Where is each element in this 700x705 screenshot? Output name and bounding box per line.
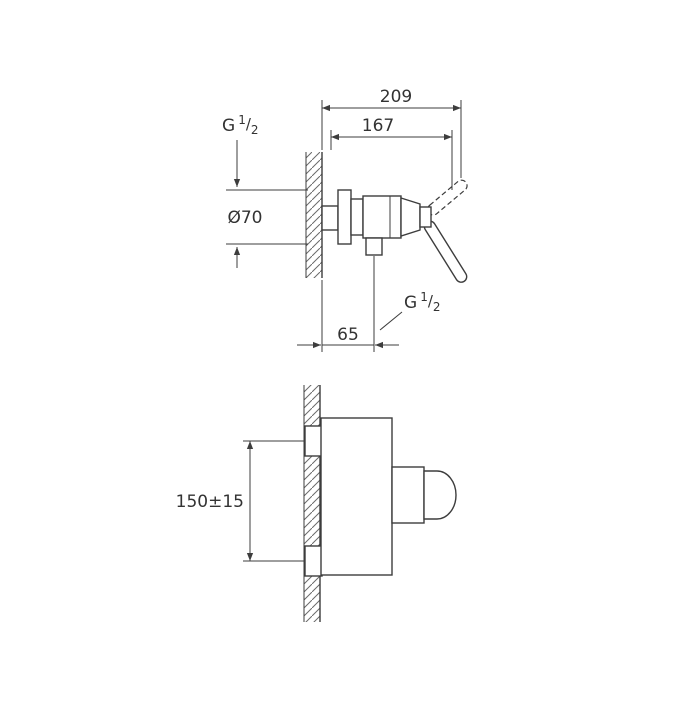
lever-hub: [419, 206, 432, 228]
outlet-stub: [365, 237, 383, 256]
union-nut-top: [304, 425, 323, 457]
wall-hatch: [304, 385, 320, 622]
cartridge-cap: [400, 197, 421, 237]
dim-flange-diameter-value: Ø70: [227, 208, 262, 228]
dim-body-depth: 167: [330, 116, 453, 190]
dim-outlet-offset-value: 65: [337, 325, 359, 345]
dim-body-depth-value: 167: [362, 116, 394, 136]
lever-handle: [423, 220, 468, 283]
cartridge-housing-front: [391, 466, 425, 524]
mixer-body-front: [320, 417, 393, 576]
dim-outlet-offset: 65: [297, 256, 399, 352]
dim-total-depth: 209: [321, 87, 462, 178]
lever-end-front: [423, 470, 457, 520]
faucet-front-view: [304, 417, 457, 577]
dim-connection-spacing: 150±15: [176, 440, 305, 562]
leader-line: [379, 311, 403, 331]
body-neck: [350, 198, 364, 236]
union-nut-bottom: [304, 545, 323, 577]
wall-hatch: [306, 152, 322, 278]
lever-handle-raised-dashed: [427, 179, 468, 216]
dim-flange-diameter: Ø70: [226, 189, 308, 268]
faucet-side-view: [321, 179, 468, 283]
dim-total-depth-value: 209: [380, 87, 412, 107]
dim-connection-spacing-value: 150±15: [176, 492, 244, 512]
valve-body: [362, 195, 402, 239]
escutcheon-flange: [337, 189, 352, 245]
wall-stub: [321, 205, 339, 231]
wall-side-view: [305, 152, 323, 278]
wall-front-view: [303, 385, 321, 622]
front-view: 150±15: [176, 385, 457, 622]
